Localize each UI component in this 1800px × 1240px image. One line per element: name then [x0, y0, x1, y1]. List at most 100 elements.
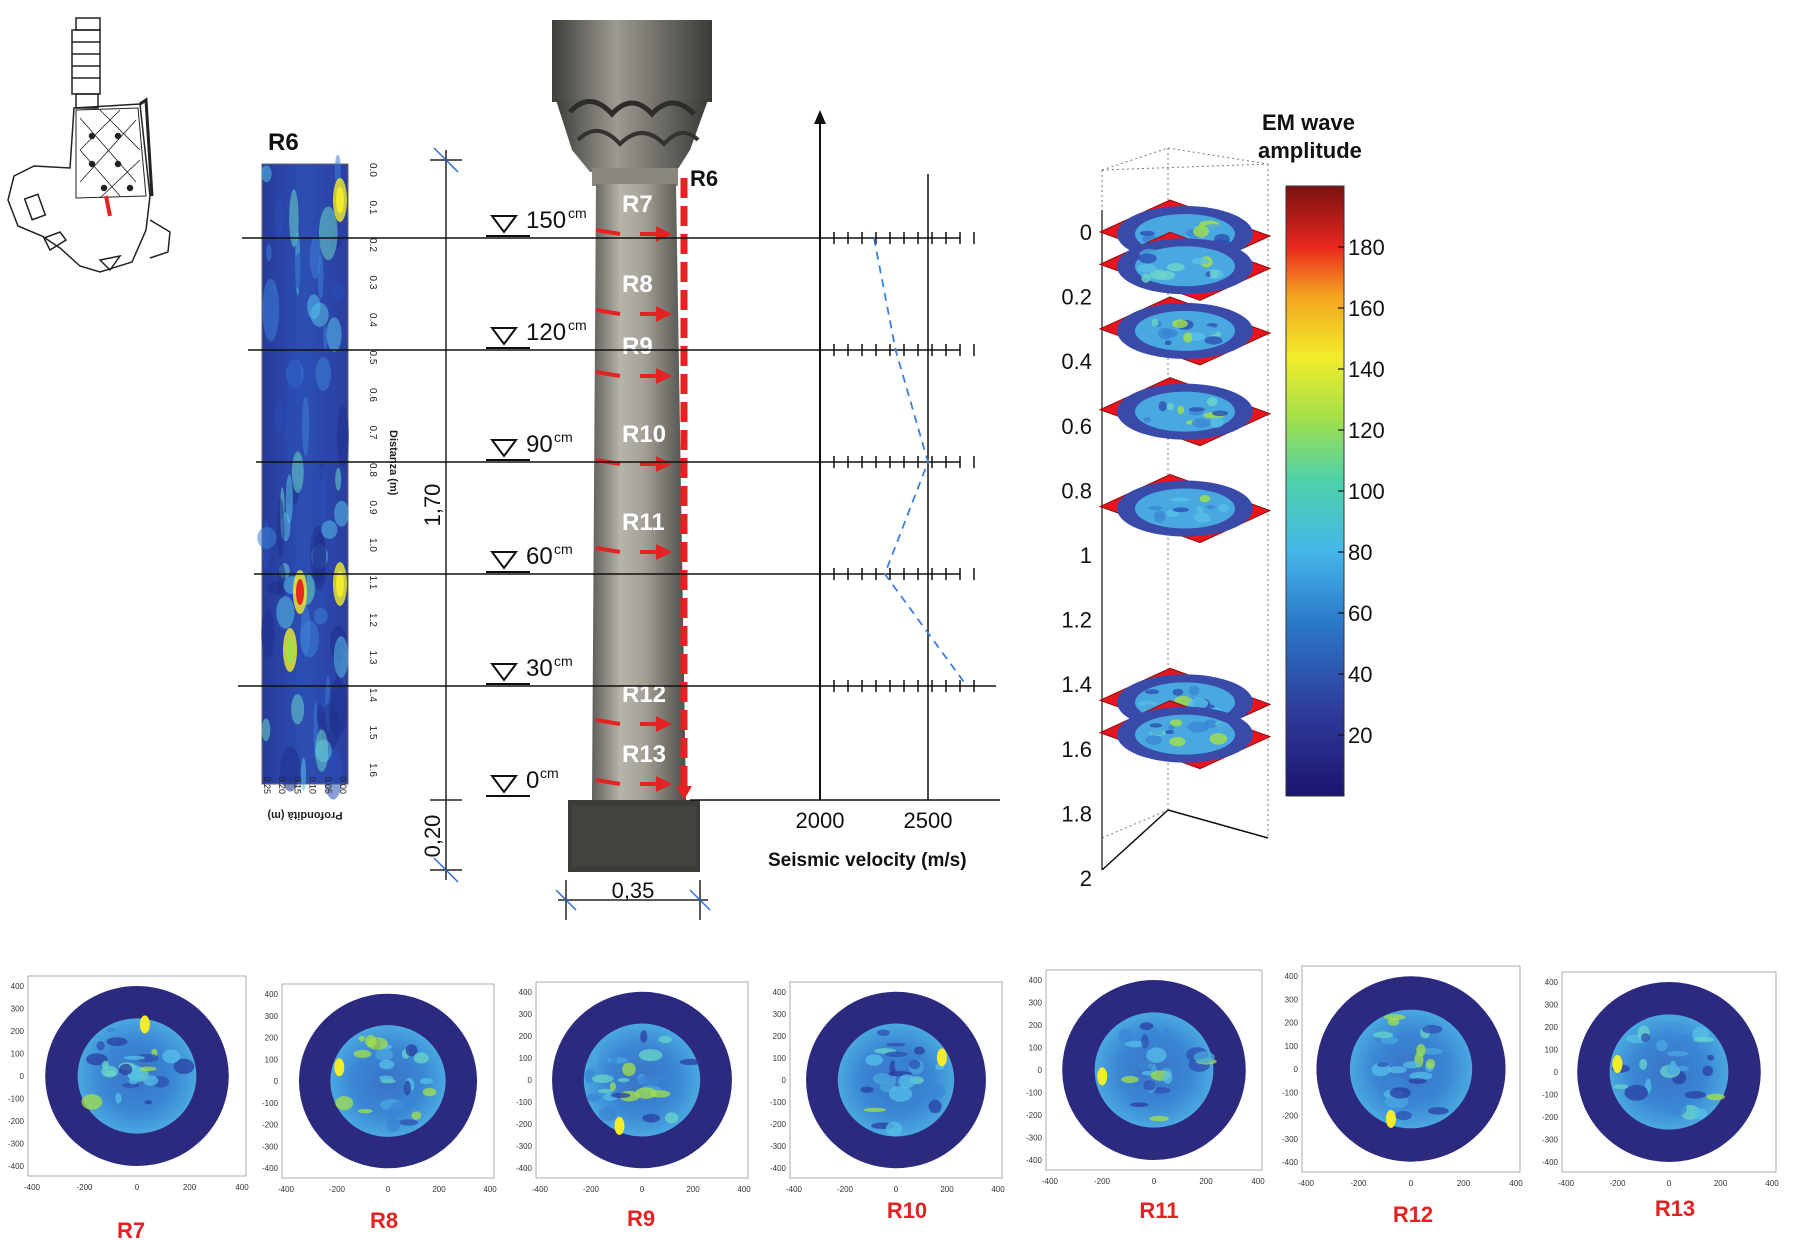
- radargram-blob: [276, 498, 285, 558]
- level-marker-icon: [490, 775, 518, 794]
- section-hotspot: [614, 1116, 625, 1135]
- slice-speck: [1188, 407, 1205, 412]
- section-speck: [1416, 1043, 1426, 1057]
- slice-speck: [1151, 318, 1159, 327]
- section-speck: [1707, 1054, 1715, 1061]
- section-speck: [1143, 1080, 1156, 1091]
- tomography-depth-ticks: 00.20.40.60.811.21.41.61.82: [1061, 220, 1092, 891]
- section-speck: [1162, 1027, 1170, 1033]
- tomography-depth-tick: 0.8: [1061, 478, 1092, 503]
- slice-speck: [1170, 497, 1190, 502]
- section-arrow-tail: [595, 228, 621, 236]
- section-speck: [617, 1077, 630, 1083]
- radargram-distance-ticks: 0.00.10.20.30.40.50.60.70.80.91.01.11.21…: [367, 163, 378, 777]
- section-speck: [123, 1055, 145, 1060]
- section-speck: [1139, 1022, 1154, 1031]
- radargram-blob: [335, 467, 342, 491]
- section-speck: [1421, 1025, 1443, 1034]
- radargram-blob: [315, 729, 329, 772]
- radargram-distance-tick: 0.6: [367, 388, 378, 402]
- level-marker-icon: [490, 327, 518, 346]
- colorbar-tick-label: 60: [1348, 601, 1372, 626]
- tomography-depth-tick: 0.4: [1061, 349, 1092, 374]
- section-speck: [1146, 1047, 1167, 1063]
- radargram-blob: [291, 694, 305, 725]
- slice-speck: [1180, 225, 1187, 230]
- slice-speck: [1209, 269, 1219, 279]
- section-y-tick: -300: [1282, 1135, 1299, 1144]
- slice-speck: [1143, 416, 1152, 423]
- section-label: R8: [370, 1208, 398, 1233]
- slice-speck: [1191, 732, 1199, 745]
- section-speck: [1383, 1014, 1406, 1021]
- radargram-depth-tick: 0.05: [323, 776, 333, 794]
- slice-speck: [1191, 257, 1210, 265]
- section-x-tick: 200: [1199, 1177, 1213, 1186]
- section-x-tick: -200: [1350, 1179, 1367, 1188]
- section-arrows: [595, 226, 672, 792]
- radargram-blob: [318, 206, 338, 261]
- section-x-tick: 200: [183, 1183, 197, 1192]
- section-y-tick: -200: [262, 1121, 279, 1130]
- section-hotspot: [334, 1058, 345, 1077]
- section-speck: [1193, 1051, 1215, 1064]
- section-speck: [898, 1074, 916, 1089]
- tomography-slice: [1098, 377, 1272, 447]
- radargram-blob: [323, 325, 328, 350]
- colorbar-tick-label: 100: [1348, 479, 1385, 504]
- level-value: 90: [526, 431, 553, 458]
- section-y-tick: 100: [773, 1054, 787, 1063]
- section-speck: [96, 1041, 105, 1051]
- radargram-blob: [334, 500, 349, 527]
- radargram-blob: [326, 317, 342, 352]
- radargram-distance-tick: 0.4: [367, 313, 378, 327]
- section-speck: [379, 1075, 394, 1081]
- section-speck: [908, 1059, 921, 1070]
- section-y-tick: 200: [265, 1034, 279, 1043]
- section-y-tick: -100: [262, 1099, 279, 1108]
- section-speck: [379, 1059, 395, 1070]
- section-x-tick: 200: [686, 1185, 700, 1194]
- section-y-tick: -400: [262, 1164, 279, 1173]
- section-arrow-tail: [595, 370, 621, 378]
- section-speck: [1660, 1016, 1682, 1021]
- section-x-tick: -200: [1094, 1177, 1111, 1186]
- section-speck: [610, 1092, 631, 1099]
- column-section-label: R7: [622, 191, 653, 218]
- radargram-blob: [307, 294, 321, 320]
- section-speck: [353, 1049, 372, 1058]
- section-y-tick: 400: [1285, 972, 1299, 981]
- colorbar-title-line2: amplitude: [1258, 138, 1362, 163]
- level-marker-icon: [490, 663, 518, 682]
- radargram-distance-tick: 1.1: [367, 576, 378, 590]
- section-speck: [664, 1112, 679, 1124]
- section-y-tick: 0: [1554, 1068, 1559, 1077]
- section-x-tick: -200: [1609, 1179, 1626, 1188]
- section-arrow-head: [656, 368, 672, 384]
- section-speck: [386, 1116, 400, 1133]
- column-photo: [552, 20, 712, 872]
- section-x-tick: 400: [235, 1183, 249, 1192]
- section-speck: [598, 1106, 618, 1121]
- level-marker-icon: [490, 215, 518, 234]
- section-speck: [122, 1082, 140, 1088]
- radargram-depth-tick: 0.20: [277, 776, 287, 794]
- section-y-tick: -200: [1542, 1113, 1559, 1122]
- section-x-tick: 200: [432, 1185, 446, 1194]
- column-section-label: R13: [622, 741, 666, 768]
- section-speck: [1121, 1075, 1139, 1084]
- slice-speck: [1146, 330, 1159, 338]
- slice-speck: [1166, 263, 1185, 272]
- colorbar-tick-label: 180: [1348, 235, 1385, 260]
- radargram-depth-tick: 0.00: [338, 776, 348, 794]
- section-speck: [1408, 1078, 1427, 1085]
- section-speck: [884, 1051, 908, 1058]
- section-x-tick: -400: [1042, 1177, 1059, 1186]
- section-speck: [162, 1049, 181, 1064]
- section-hotspot: [1612, 1055, 1623, 1074]
- seismic-x-axis-label: Seismic velocity (m/s): [768, 850, 967, 871]
- section-speck: [865, 1054, 883, 1066]
- radargram-blob: [261, 718, 271, 742]
- section-speck: [640, 1030, 648, 1043]
